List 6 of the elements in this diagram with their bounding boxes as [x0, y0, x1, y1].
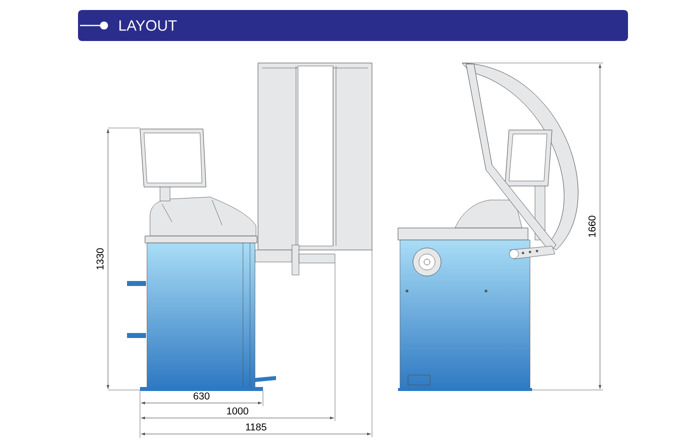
title-bar: LAYOUT	[78, 10, 628, 41]
dimension-label: 1000	[227, 407, 248, 415]
dimension-label: 630	[194, 392, 210, 400]
dimension-label: 1330	[96, 248, 104, 270]
dimension-label: 1185	[246, 423, 266, 431]
dimension-label: 1660	[588, 216, 596, 237]
